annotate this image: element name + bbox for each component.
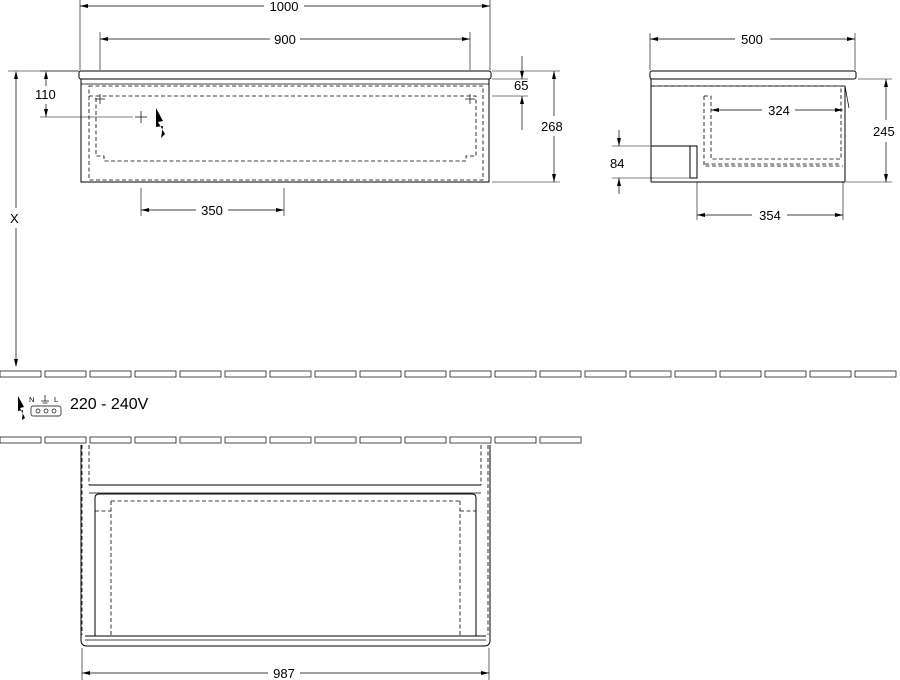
tile — [224, 436, 267, 444]
tile — [404, 436, 447, 444]
tile — [0, 370, 42, 378]
tile — [719, 370, 762, 378]
dim-side-inner-depth: 324 — [768, 103, 790, 118]
dim-front-outlet-offset: 350 — [201, 203, 223, 218]
tile — [179, 436, 222, 444]
tile — [179, 370, 222, 378]
dim-front-outer-width: 1000 — [270, 0, 299, 14]
tile — [674, 370, 717, 378]
tile — [359, 370, 402, 378]
mount-point-right — [465, 94, 475, 104]
tile — [89, 370, 132, 378]
front-view: 1000 900 — [35, 0, 563, 218]
tile — [854, 370, 897, 378]
terminal-n-label: N — [29, 395, 34, 404]
tile — [584, 370, 627, 378]
tile — [0, 436, 42, 444]
side-view: 500 324 245 84 — [610, 32, 895, 223]
tile — [134, 370, 177, 378]
power-connection: N L — [18, 395, 62, 420]
dim-side-height: 245 — [873, 124, 895, 139]
tile — [764, 370, 807, 378]
tile — [494, 370, 537, 378]
tile — [224, 370, 267, 378]
tile — [629, 370, 672, 378]
voltage-label: 220 - 240V — [70, 396, 149, 413]
tile — [269, 436, 312, 444]
mount-height-dimension: X — [8, 70, 79, 367]
lightning-icon — [18, 396, 25, 420]
tile — [449, 370, 492, 378]
bottom-width-dimension: 987 — [81, 648, 490, 680]
dim-front-height: 268 — [541, 119, 563, 134]
tile — [89, 436, 132, 444]
dim-side-drawer-offset: 84 — [610, 156, 624, 171]
dim-front-top-offset: 65 — [514, 78, 528, 93]
outlet-marker — [135, 111, 147, 123]
mount-point-left — [95, 94, 105, 104]
tile — [539, 370, 582, 378]
ground-icon — [41, 395, 49, 404]
outlet-icon — [30, 405, 62, 417]
tile — [539, 436, 582, 444]
dim-side-drawer-depth: 354 — [759, 208, 781, 223]
tile-row-upper — [0, 370, 897, 378]
tile — [449, 436, 492, 444]
tile — [269, 370, 312, 378]
dim-front-inner-width: 900 — [274, 32, 296, 47]
dim-front-left-offset: 110 — [35, 87, 56, 102]
tile — [134, 436, 177, 444]
top-view — [80, 445, 491, 647]
tile — [44, 370, 87, 378]
lightning-icon — [156, 108, 165, 138]
terminal-l-label: L — [54, 395, 58, 404]
dim-mount-height: X — [10, 211, 19, 226]
tile — [809, 370, 852, 378]
dim-side-depth: 500 — [741, 32, 763, 47]
tile — [314, 370, 357, 378]
tile — [314, 436, 357, 444]
tile — [359, 436, 402, 444]
dim-bottom-width: 987 — [273, 666, 295, 680]
tile — [404, 370, 447, 378]
tile-row-lower — [0, 436, 582, 444]
tile — [44, 436, 87, 444]
tile — [494, 436, 537, 444]
